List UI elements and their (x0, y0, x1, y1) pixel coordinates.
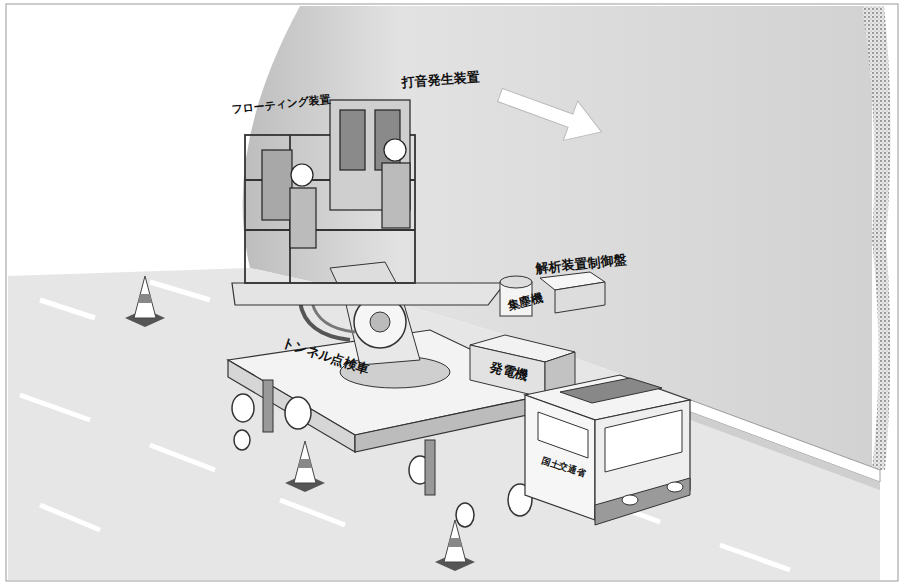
outrigger (263, 380, 273, 432)
light-bar (560, 378, 662, 403)
lane-dash (720, 545, 790, 570)
control-panel-face (555, 282, 605, 313)
wheel (456, 503, 474, 527)
worker-body (290, 188, 316, 248)
lane-dash (20, 395, 90, 420)
outrigger (425, 440, 435, 495)
arrow-shape (493, 75, 609, 151)
road (8, 268, 880, 580)
railing-bar (245, 229, 415, 231)
wheel (232, 394, 254, 422)
cab-side (525, 395, 595, 520)
windshield (605, 410, 682, 472)
bumper (595, 478, 690, 525)
cone-stripe (138, 294, 152, 303)
tunnel-edge (862, 6, 891, 470)
lane-marks (20, 282, 790, 570)
worker-head (384, 139, 406, 161)
generator-face (470, 345, 545, 398)
truck-deck-side (228, 360, 355, 452)
wheels (232, 394, 532, 527)
cone-body (444, 520, 466, 562)
traffic-cone (285, 441, 325, 492)
headlight (622, 495, 638, 505)
lane-dash (150, 445, 215, 470)
wheel (234, 430, 250, 450)
traffic-cone (125, 276, 165, 327)
traffic-cone (435, 520, 475, 571)
cone-stripe (298, 459, 312, 468)
lane-dash (150, 282, 210, 300)
cone-body (294, 441, 316, 483)
lane-dash (40, 300, 95, 318)
boom-pivot-hub (370, 312, 390, 332)
cone-stripe (448, 538, 462, 547)
direction-arrow (493, 75, 609, 151)
lane-dash (280, 500, 345, 525)
platform-floor (232, 283, 505, 305)
outriggers (263, 380, 435, 495)
cone-body (134, 276, 156, 318)
worker-body (382, 163, 410, 228)
hose (312, 302, 355, 332)
lane-dash (40, 505, 100, 530)
device-part (340, 110, 365, 170)
workers (290, 139, 410, 248)
headlight (667, 482, 683, 492)
dust-collector-top (500, 276, 532, 288)
side-window (538, 412, 588, 458)
floating-device (262, 150, 292, 220)
wheel (285, 397, 311, 429)
worker-head (291, 164, 313, 186)
frame (6, 4, 898, 581)
